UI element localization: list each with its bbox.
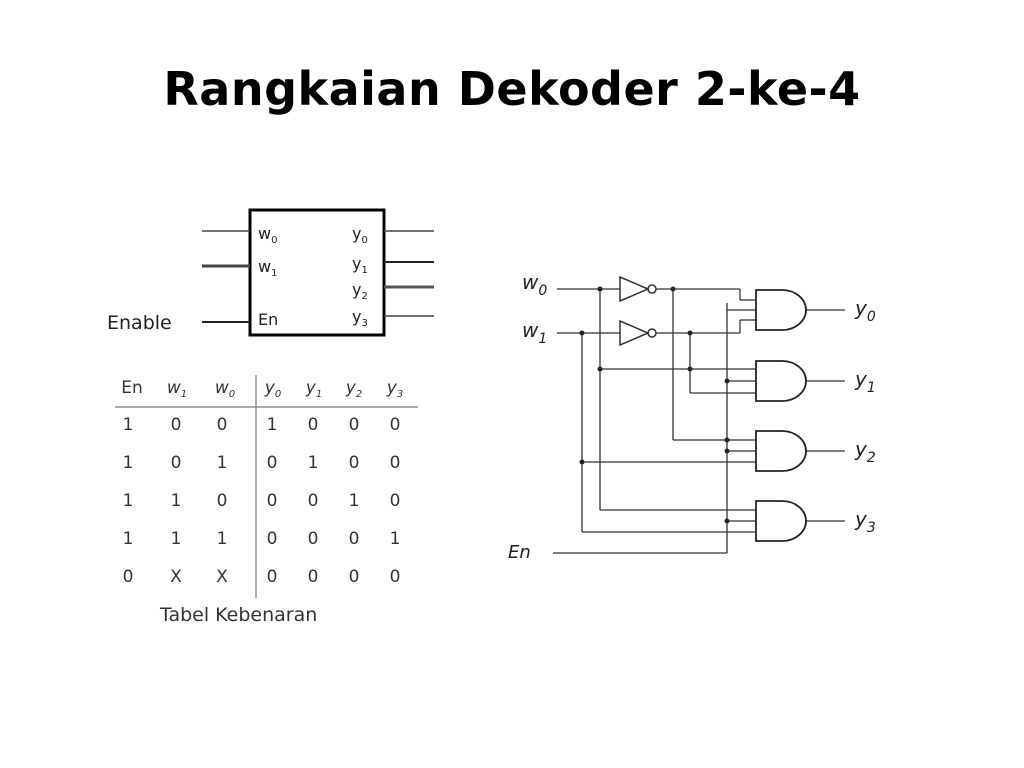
tt-header-y0: y0 [264, 378, 282, 400]
tt-cell: 0 [266, 529, 278, 549]
enable-label: Enable [107, 312, 172, 334]
block-label-y3: y3 [352, 307, 368, 329]
circuit-label-y1: y1 [855, 367, 876, 396]
and-gate-y0 [755, 289, 807, 331]
tt-cell: 1 [389, 529, 401, 549]
tt-cell: 1 [122, 415, 134, 435]
and-gates [755, 289, 807, 542]
tt-cell: 0 [307, 567, 319, 587]
tt-cell: 0 [389, 415, 401, 435]
tt-cell: 1 [122, 529, 134, 549]
tt-cell: 0 [170, 415, 182, 435]
tt-cell: 0 [266, 567, 278, 587]
tt-cell: 0 [307, 491, 319, 511]
circuit-label-w0: w0 [522, 270, 548, 299]
tt-cell: 0 [170, 453, 182, 473]
tt-cell: 1 [348, 491, 360, 511]
tt-cell: 0 [348, 453, 360, 473]
tt-cell: 1 [216, 529, 228, 549]
circuit-label-y0: y0 [855, 296, 876, 325]
circuit-label-y2: y2 [855, 437, 876, 466]
tt-cell: 1 [122, 453, 134, 473]
circuit-label-y3: y3 [855, 507, 876, 536]
tt-cell: 0 [216, 491, 228, 511]
circuit-wires [553, 275, 845, 554]
tt-cell: 0 [266, 453, 278, 473]
tt-cell: X [170, 567, 182, 587]
tt-header-en: En [121, 378, 143, 398]
tt-cell: 0 [122, 567, 134, 587]
tt-cell: 0 [348, 415, 360, 435]
decoder-block [202, 208, 434, 337]
tt-cell: 0 [216, 415, 228, 435]
tt-header-y3: y3 [386, 378, 404, 400]
tt-header-y1: y1 [305, 378, 323, 400]
tt-cell: 1 [122, 491, 134, 511]
tt-header-w0: w0 [214, 378, 236, 400]
and-gate-y1 [755, 360, 807, 402]
tt-cell: 1 [216, 453, 228, 473]
tt-header-w1: w1 [166, 378, 188, 400]
truth-table-caption: Tabel Kebenaran [160, 604, 318, 626]
tt-header-y2: y2 [345, 378, 363, 400]
block-label-y1: y1 [352, 254, 368, 276]
tt-cell: X [216, 567, 228, 587]
tt-cell: 0 [348, 529, 360, 549]
slide-title: Rangkaian Dekoder 2-ke-4 [163, 62, 861, 116]
tt-cell: 1 [170, 491, 182, 511]
tt-cell: 1 [170, 529, 182, 549]
and-gate-y2 [755, 430, 807, 472]
block-label-y2: y2 [352, 280, 368, 302]
block-label-y0: y0 [352, 224, 368, 246]
tt-cell: 0 [266, 491, 278, 511]
tt-cell: 1 [266, 415, 278, 435]
tt-cell: 0 [389, 567, 401, 587]
block-label-en: En [258, 310, 279, 329]
tt-cell: 0 [348, 567, 360, 587]
block-label-w1: w1 [258, 257, 278, 279]
circuit-label-w1: w1 [522, 318, 548, 347]
tt-cell: 0 [389, 453, 401, 473]
tt-cell: 0 [307, 529, 319, 549]
block-label-w0: w0 [258, 224, 278, 246]
tt-cell: 0 [389, 491, 401, 511]
junction-dots [579, 286, 730, 524]
circuit-label-en: En [508, 542, 531, 563]
tt-cell: 0 [307, 415, 319, 435]
truth-table-lines [115, 375, 418, 598]
tt-cell: 1 [307, 453, 319, 473]
and-gate-y3 [755, 500, 807, 542]
